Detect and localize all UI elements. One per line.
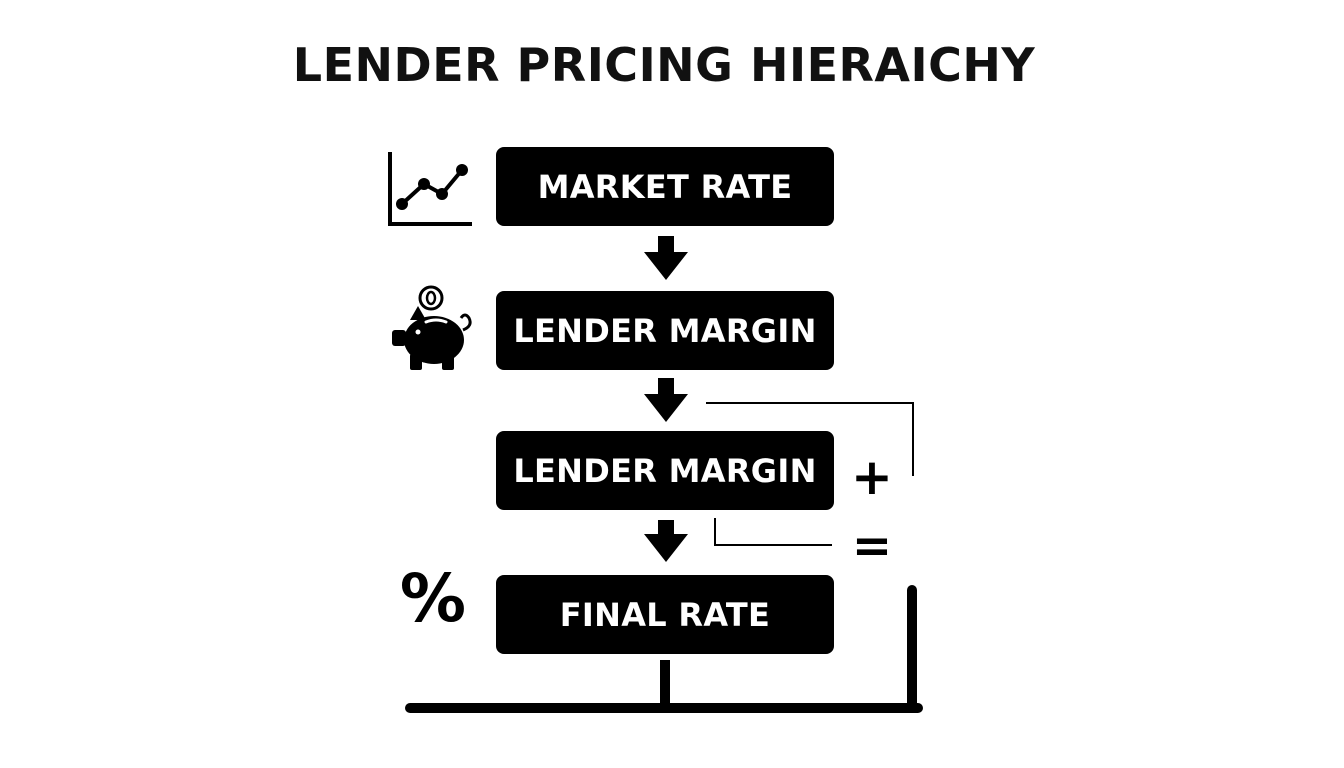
percent-icon: % (399, 560, 467, 637)
piggy-bank-icon (388, 284, 478, 374)
step-box-final-rate: FINAL RATE (496, 575, 834, 654)
bracket-line (706, 402, 914, 476)
step-label: MARKET RATE (537, 167, 793, 206)
line-chart-icon (386, 150, 476, 230)
down-arrow-icon (644, 378, 688, 422)
step-label: FINAL RATE (559, 595, 771, 634)
step-box-market-rate: MARKET RATE (496, 147, 834, 226)
down-arrow-icon (644, 236, 688, 280)
step-label: LENDER MARGIN (513, 311, 817, 350)
down-arrow-icon (644, 520, 688, 562)
equals-operator: = (851, 518, 893, 574)
step-label: LENDER MARGIN (513, 451, 817, 490)
diagram-title: LENDER PRICING HIERAICHY (292, 38, 1036, 92)
plus-operator: + (851, 448, 893, 506)
step-box-lender-margin-2: LENDER MARGIN (496, 431, 834, 510)
step-box-lender-margin: LENDER MARGIN (496, 291, 834, 370)
bracket-line (714, 518, 832, 546)
